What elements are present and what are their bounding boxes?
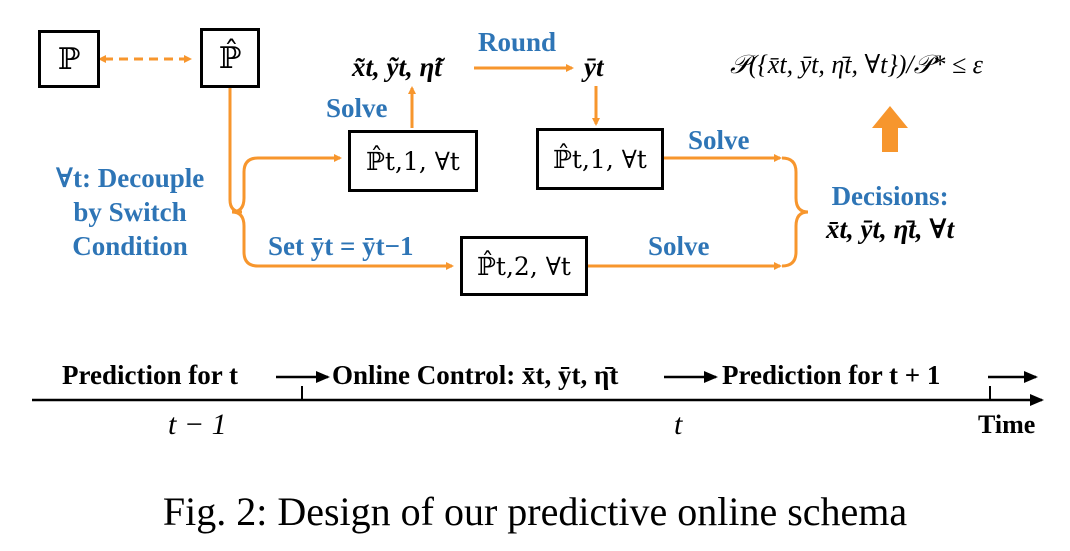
solve-top-right-label: Solve bbox=[688, 125, 750, 155]
box-p-hat-t1-top: ℙ̂t,1, ∀t bbox=[348, 130, 478, 192]
decouple-line-1: ∀t: Decouple bbox=[55, 163, 205, 193]
box-p-hat-t2-label: ℙ̂t,2, ∀t bbox=[477, 251, 571, 281]
set-y-label: Set ȳt = ȳt−1 bbox=[268, 231, 414, 261]
box-p-hat-t1-top-label: ℙ̂t,1, ∀t bbox=[366, 146, 460, 176]
box-p-hat-t1-right-label: ℙ̂t,1, ∀t bbox=[553, 144, 647, 174]
prediction-for-t: Prediction for t bbox=[62, 360, 238, 390]
objective-label: 𝒫({x̄t, ȳt, η̄t, ∀t})/𝒫* ≤ ε bbox=[730, 50, 983, 79]
box-p-hat-t2: ℙ̂t,2, ∀t bbox=[460, 236, 588, 296]
prediction-for-t-plus-1: Prediction for t + 1 bbox=[722, 360, 941, 390]
box-p: ℙ bbox=[38, 30, 100, 88]
decisions-vars: x̄t, ȳt, η̄t, ∀t bbox=[826, 213, 955, 244]
tilde-vars-label: x̃t, ỹt, η̃t bbox=[352, 52, 442, 82]
online-control: Online Control: x̄t, ȳt, η̄t bbox=[332, 360, 619, 390]
decouple-line-2: by Switch bbox=[73, 196, 187, 227]
decouple-label: ∀t: Decouple by Switch Condition bbox=[40, 162, 220, 263]
figure-caption: Fig. 2: Design of our predictive online … bbox=[162, 489, 908, 534]
box-p-hat: ℙ̂ bbox=[200, 28, 260, 88]
left-brace bbox=[231, 156, 259, 268]
ybar-label: ȳt bbox=[584, 52, 604, 82]
tick-label-t: t bbox=[674, 408, 683, 441]
box-p-hat-t1-right: ℙ̂t,1, ∀t bbox=[536, 128, 664, 190]
solve-up-label: Solve bbox=[326, 93, 388, 123]
decisions-title: Decisions: bbox=[831, 181, 949, 211]
time-axis-label: Time bbox=[978, 410, 1036, 439]
box-p-label: ℙ bbox=[57, 41, 81, 77]
round-label: Round bbox=[478, 27, 557, 57]
box-p-hat-label: ℙ̂ bbox=[218, 40, 242, 76]
decouple-line-3: Condition bbox=[72, 230, 188, 261]
right-brace bbox=[781, 156, 809, 268]
tick-label-t-minus-1: t − 1 bbox=[168, 408, 227, 441]
solve-bottom-label: Solve bbox=[648, 231, 710, 261]
decouple-path bbox=[228, 88, 243, 214]
decisions-label: Decisions: x̄t, ȳt, η̄t, ∀t bbox=[826, 180, 954, 245]
big-up-arrow bbox=[872, 106, 908, 152]
